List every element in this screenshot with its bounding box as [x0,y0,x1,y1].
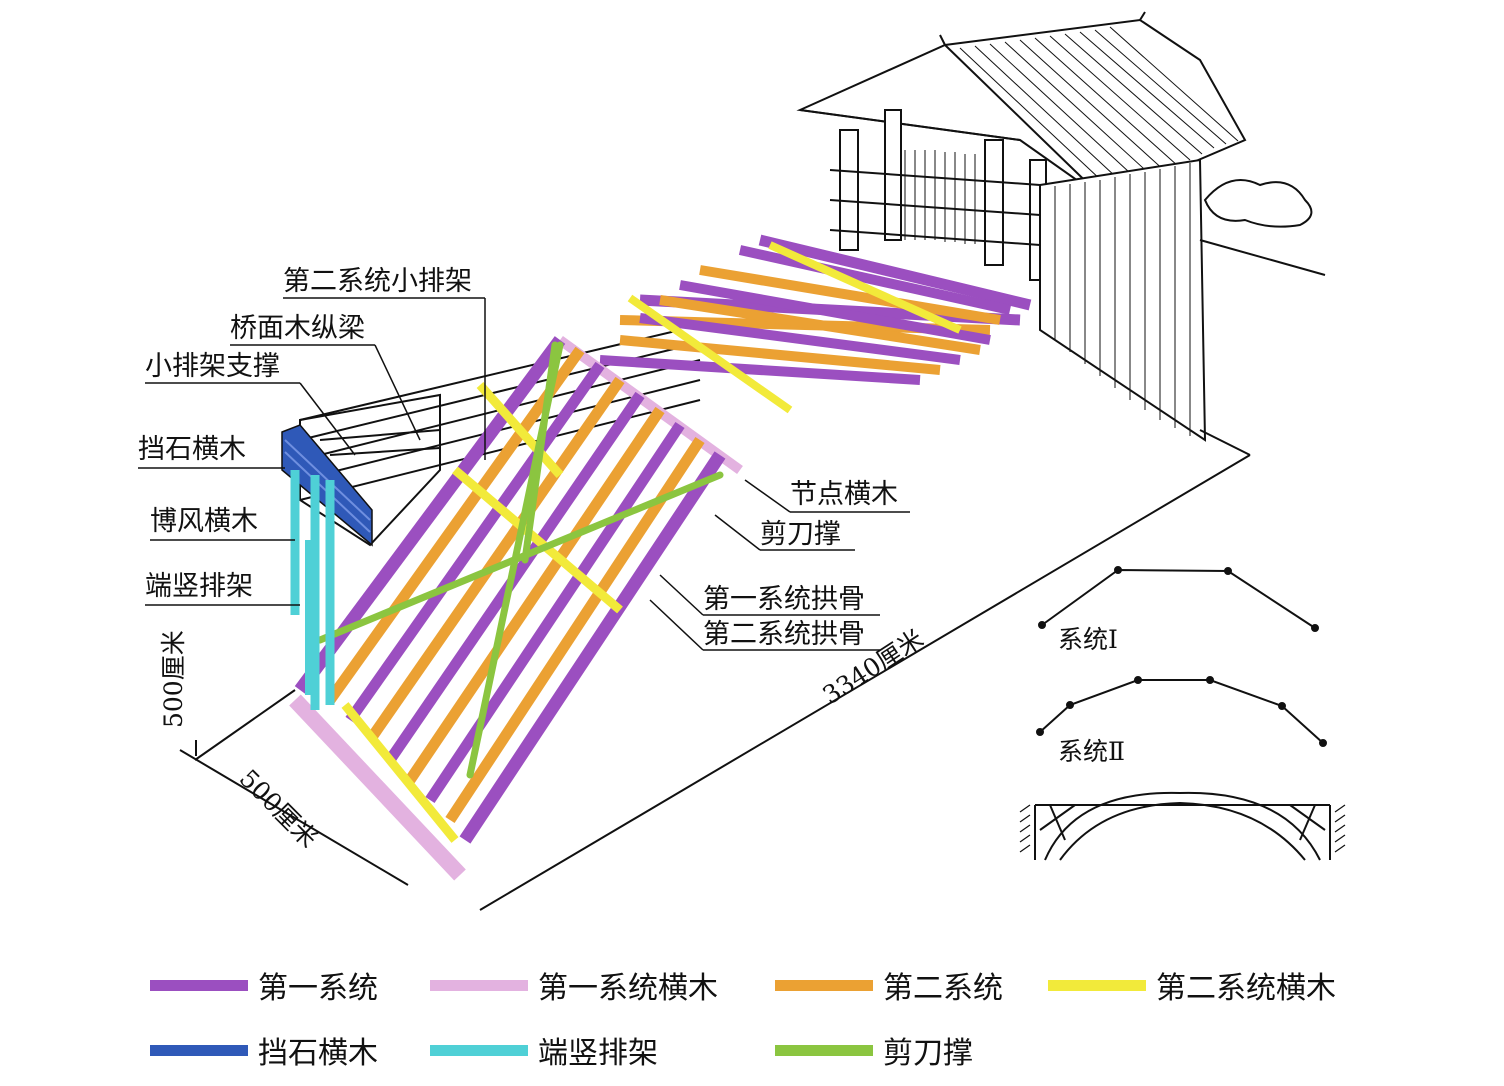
legend-label: 第一系统横木 [538,971,718,1006]
dimensions: 500厘米 500厘米 3340厘米 [159,624,929,854]
dim-height: 500厘米 [159,630,188,728]
legend-label: 挡石横木 [258,1036,378,1071]
label-system-2: 系统Ⅱ [1058,737,1125,766]
legend-item-stone-beam: 挡石横木 [150,1030,378,1071]
legend-swatch [150,1044,248,1056]
system-insets [1019,566,1346,861]
legend-item-scissor: 剪刀撑 [775,1030,973,1071]
label-sys1-arch: 第一系统拱骨 [703,584,865,615]
legend-item-sys1: 第一系统 [150,965,378,1006]
legend-swatch [775,979,873,991]
deck-members [557,234,1032,475]
label-small-frame-brace: 小排架支撑 [145,351,280,382]
ground-outline [179,429,1251,911]
legend-label: 第二系统 [883,971,1003,1006]
legend-swatch [430,979,528,991]
legend-item-end-frame: 端竖排架 [430,1030,658,1071]
legend-item-sys2: 第二系统 [775,965,1003,1006]
label-system-1: 系统Ⅰ [1058,625,1118,654]
system-1-shape [1041,568,1316,629]
scissor-braces [316,341,724,779]
legend: 第一系统 第一系统横木 第二系统 第二系统横木 挡石横木 端竖排架 剪刀撑 [0,950,1504,1086]
legend-label: 剪刀撑 [883,1036,973,1071]
legend-label: 第一系统 [258,971,378,1006]
legend-item-sys1-beam: 第一系统横木 [430,965,718,1006]
label-wind-beam: 博风横木 [150,506,258,537]
legend-swatch [775,1044,873,1056]
label-sys2-arch: 第二系统拱骨 [703,619,865,650]
label-sys2-small-frame: 第二系统小排架 [283,266,472,297]
callouts: 第二系统小排架 桥面木纵梁 小排架支撑 挡石横木 博风横木 端竖排架 节点横木 … [138,266,910,651]
combined-arch-shape [1019,791,1346,861]
label-scissor-brace: 剪刀撑 [760,519,841,550]
label-deck-beam: 桥面木纵梁 [230,313,365,344]
arch-slope [289,336,726,881]
gallery-house [796,11,1326,442]
legend-swatch [1048,979,1146,991]
legend-label: 端竖排架 [538,1036,658,1071]
legend-item-sys2-beam: 第二系统横木 [1048,965,1336,1006]
legend-swatch [150,979,248,991]
label-end-frame: 端竖排架 [145,571,253,602]
label-node-beam: 节点横木 [790,479,898,510]
system-2-shape [1039,679,1324,744]
end-frame [281,424,373,710]
label-stone-beam: 挡石横木 [138,434,246,465]
bridge-diagram: 第二系统小排架 桥面木纵梁 小排架支撑 挡石横木 博风横木 端竖排架 节点横木 … [138,11,1346,911]
legend-swatch [430,1044,528,1056]
dim-width: 500厘米 [234,764,324,854]
legend-label: 第二系统横木 [1156,971,1336,1006]
